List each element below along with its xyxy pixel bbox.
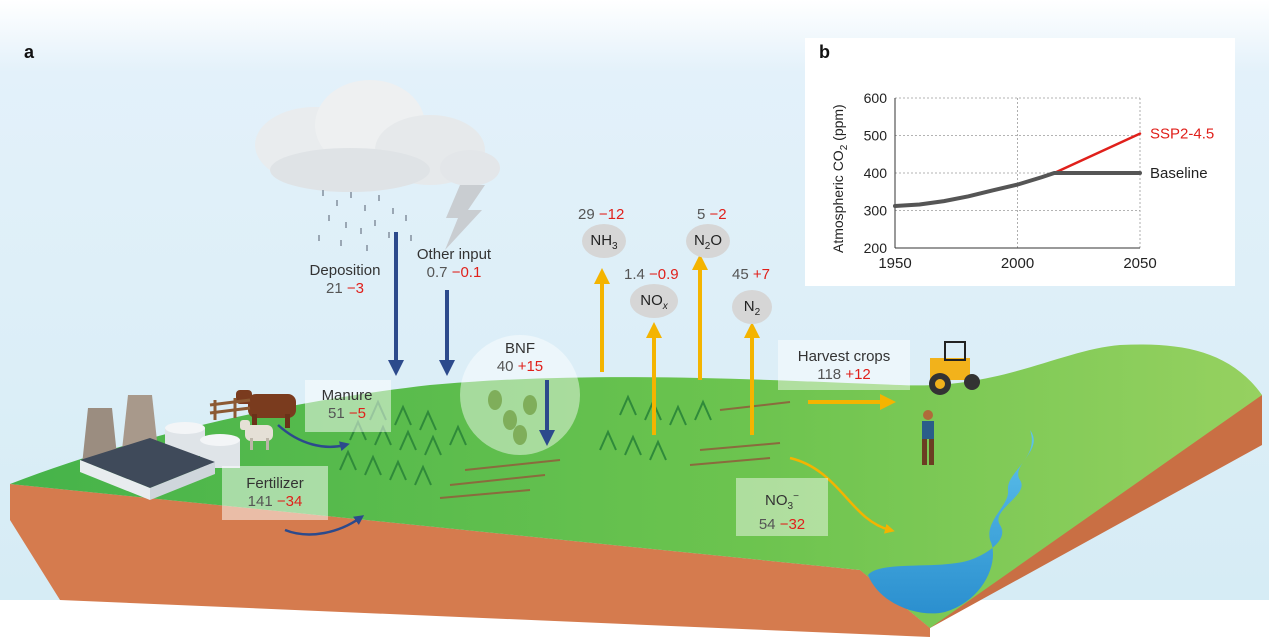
series-line-ssp2-4-5 <box>1053 132 1142 175</box>
input-arrows <box>277 232 555 536</box>
no3-sub: 3 <box>787 501 794 512</box>
y-tick-label: 200 <box>864 240 888 256</box>
panel-b-letter: b <box>819 42 830 62</box>
harvest-box <box>778 340 910 390</box>
harvest-label: Harvest crops 118 +12 <box>786 348 902 384</box>
panel-a-letter: a <box>24 42 35 62</box>
co2-line-chart: 200 300 400 500 600 1950 2000 2050 Atmospheric C… <box>830 90 1214 272</box>
n2o-formula-a: N <box>693 232 705 249</box>
fertilizer-box <box>222 466 328 520</box>
leaching-arrow <box>789 456 895 534</box>
no3-box <box>736 478 828 536</box>
fertilizer-value: 141 <box>247 493 273 510</box>
fertilizer-title: Fertilizer <box>246 475 304 492</box>
deposition-change: −3 <box>346 280 364 297</box>
river-icon <box>868 430 1034 614</box>
tractor-icon <box>929 341 980 395</box>
deposition-label: Deposition 21 −3 <box>305 262 385 298</box>
n2o-bubble: N2O <box>686 224 730 258</box>
no3-label: NO3− 54 −32 <box>744 488 820 534</box>
manure-change: −5 <box>348 405 366 422</box>
nh3-bubble: NH3 <box>582 224 626 258</box>
bnf-highlight <box>460 335 580 455</box>
x-tick-label: 2000 <box>1001 255 1034 272</box>
harvest-value: 118 <box>817 366 842 383</box>
n2-change: +7 <box>752 266 770 283</box>
series-label-ssp2-4-5: SSP2-4.5 <box>1150 126 1214 143</box>
farmer-icon <box>922 410 934 465</box>
no3-formula: NO <box>765 492 788 509</box>
other-input-change: −0.1 <box>451 264 482 281</box>
n2-sub: 2 <box>754 307 761 318</box>
n2-value: 45 <box>732 266 749 283</box>
nox-bubble: NOx <box>630 284 678 318</box>
nh3-value-label: 29 −12 <box>578 206 624 224</box>
bnf-label: BNF 40 +15 <box>488 340 552 376</box>
other-input-value: 0.7 <box>426 264 448 281</box>
nox-value-label: 1.4 −0.9 <box>624 266 679 284</box>
nox-sub: x <box>662 301 668 312</box>
n2o-value: 5 <box>697 206 706 223</box>
other-input-title: Other input <box>416 246 492 263</box>
loss-arrows <box>594 254 896 534</box>
x-tick-label: 2050 <box>1123 255 1156 272</box>
goat-icon <box>240 420 273 450</box>
manure-title: Manure <box>321 387 373 404</box>
bnf-value: 40 <box>496 358 514 375</box>
fertilizer-arrow <box>284 515 365 536</box>
manure-label: Manure 51 −5 <box>312 387 382 423</box>
bnf-change: +15 <box>517 358 544 375</box>
nox-value: 1.4 <box>624 266 645 283</box>
y-axis-label: Atmospheric CO2 (ppm) <box>830 104 850 253</box>
n2o-formula-b: O <box>710 232 723 249</box>
series-line-baseline <box>893 171 1142 208</box>
n2-formula: N <box>743 298 755 315</box>
nox-formula: NO <box>640 292 663 309</box>
nh3-value: 29 <box>578 206 595 223</box>
n2-value-label: 45 +7 <box>732 266 770 284</box>
n2o-sub: 2 <box>704 241 711 252</box>
deposition-value: 21 <box>326 280 343 297</box>
manure-box <box>305 380 391 432</box>
nh3-sub: 3 <box>612 241 618 252</box>
y-tick-label: 500 <box>864 128 888 144</box>
x-tick-label: 1950 <box>878 255 911 272</box>
n2-bubble: N2 <box>732 290 772 324</box>
co2-chart-panel: b 200 300 400 500 600 1950 2000 2050 Atmospheric… <box>805 38 1235 286</box>
y-tick-label: 300 <box>864 203 888 219</box>
rain-drops <box>318 190 412 251</box>
nh3-change: −12 <box>598 206 625 223</box>
n2o-change: −2 <box>709 206 727 223</box>
y-tick-label: 400 <box>864 165 888 181</box>
seedling-rows <box>439 401 791 499</box>
no3-value: 54 <box>758 516 776 533</box>
y-tick-label: 600 <box>864 90 888 106</box>
legume-plant-icon <box>488 390 537 445</box>
deposition-title: Deposition <box>309 262 381 279</box>
rain-cloud-icon <box>255 80 500 192</box>
factory-icon <box>80 395 240 500</box>
other-input-label: Other input 0.7 −0.1 <box>408 246 500 282</box>
manure-arrow <box>277 424 350 452</box>
harvest-change: +12 <box>845 366 871 383</box>
n2o-value-label: 5 −2 <box>697 206 727 224</box>
fence <box>209 398 251 420</box>
series-label-baseline: Baseline <box>1150 165 1208 182</box>
fertilizer-change: −34 <box>276 493 303 510</box>
no3-change: −32 <box>779 516 806 533</box>
lightning-icon <box>445 185 485 250</box>
no3-sup: − <box>793 491 799 502</box>
bnf-title: BNF <box>505 340 535 357</box>
nox-change: −0.9 <box>649 266 679 283</box>
nh3-formula: NH <box>590 232 613 249</box>
fertilizer-label: Fertilizer 141 −34 <box>230 475 320 511</box>
soil-slab <box>10 484 930 637</box>
manure-value: 51 <box>328 405 345 422</box>
harvest-title: Harvest crops <box>797 348 891 365</box>
